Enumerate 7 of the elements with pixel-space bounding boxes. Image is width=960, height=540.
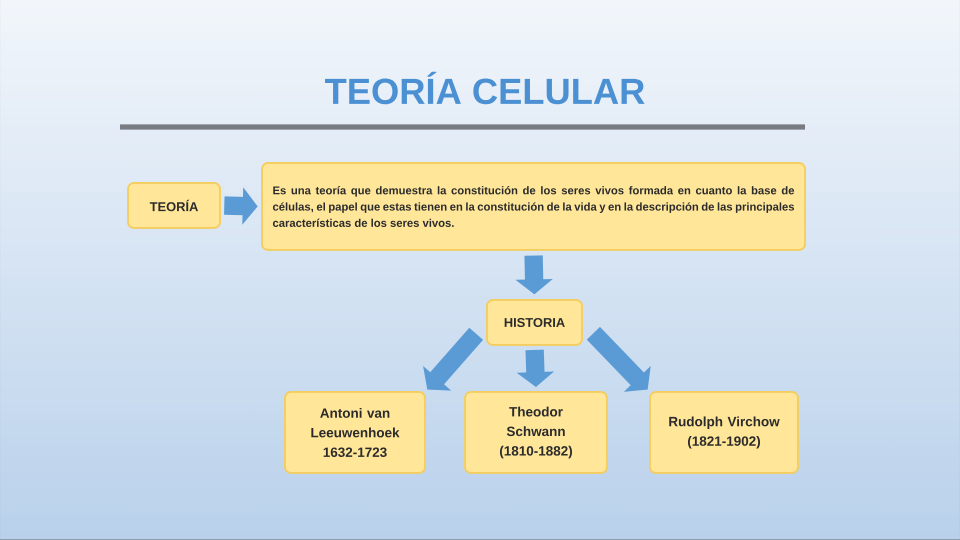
text-box: HISTORIA: [486, 299, 583, 346]
title: TEORÍA CELULAR: [325, 72, 645, 104]
text-box: TEORÍA: [127, 182, 221, 229]
text-box: Theodor Schwann (1810-1882): [464, 391, 608, 474]
text-box: Es una teoría que demuestra la constitución de los seres vivos formada en cuanto la base de células, el papel que estas tienen en la constitución de la vida y en la descripción de las principales características de los seres vivos.: [261, 162, 806, 251]
text-box: Antoni van Leeuwenhoek 1632-1723: [284, 391, 426, 474]
text-box: Rudolph Virchow (1821-1902): [649, 391, 799, 474]
